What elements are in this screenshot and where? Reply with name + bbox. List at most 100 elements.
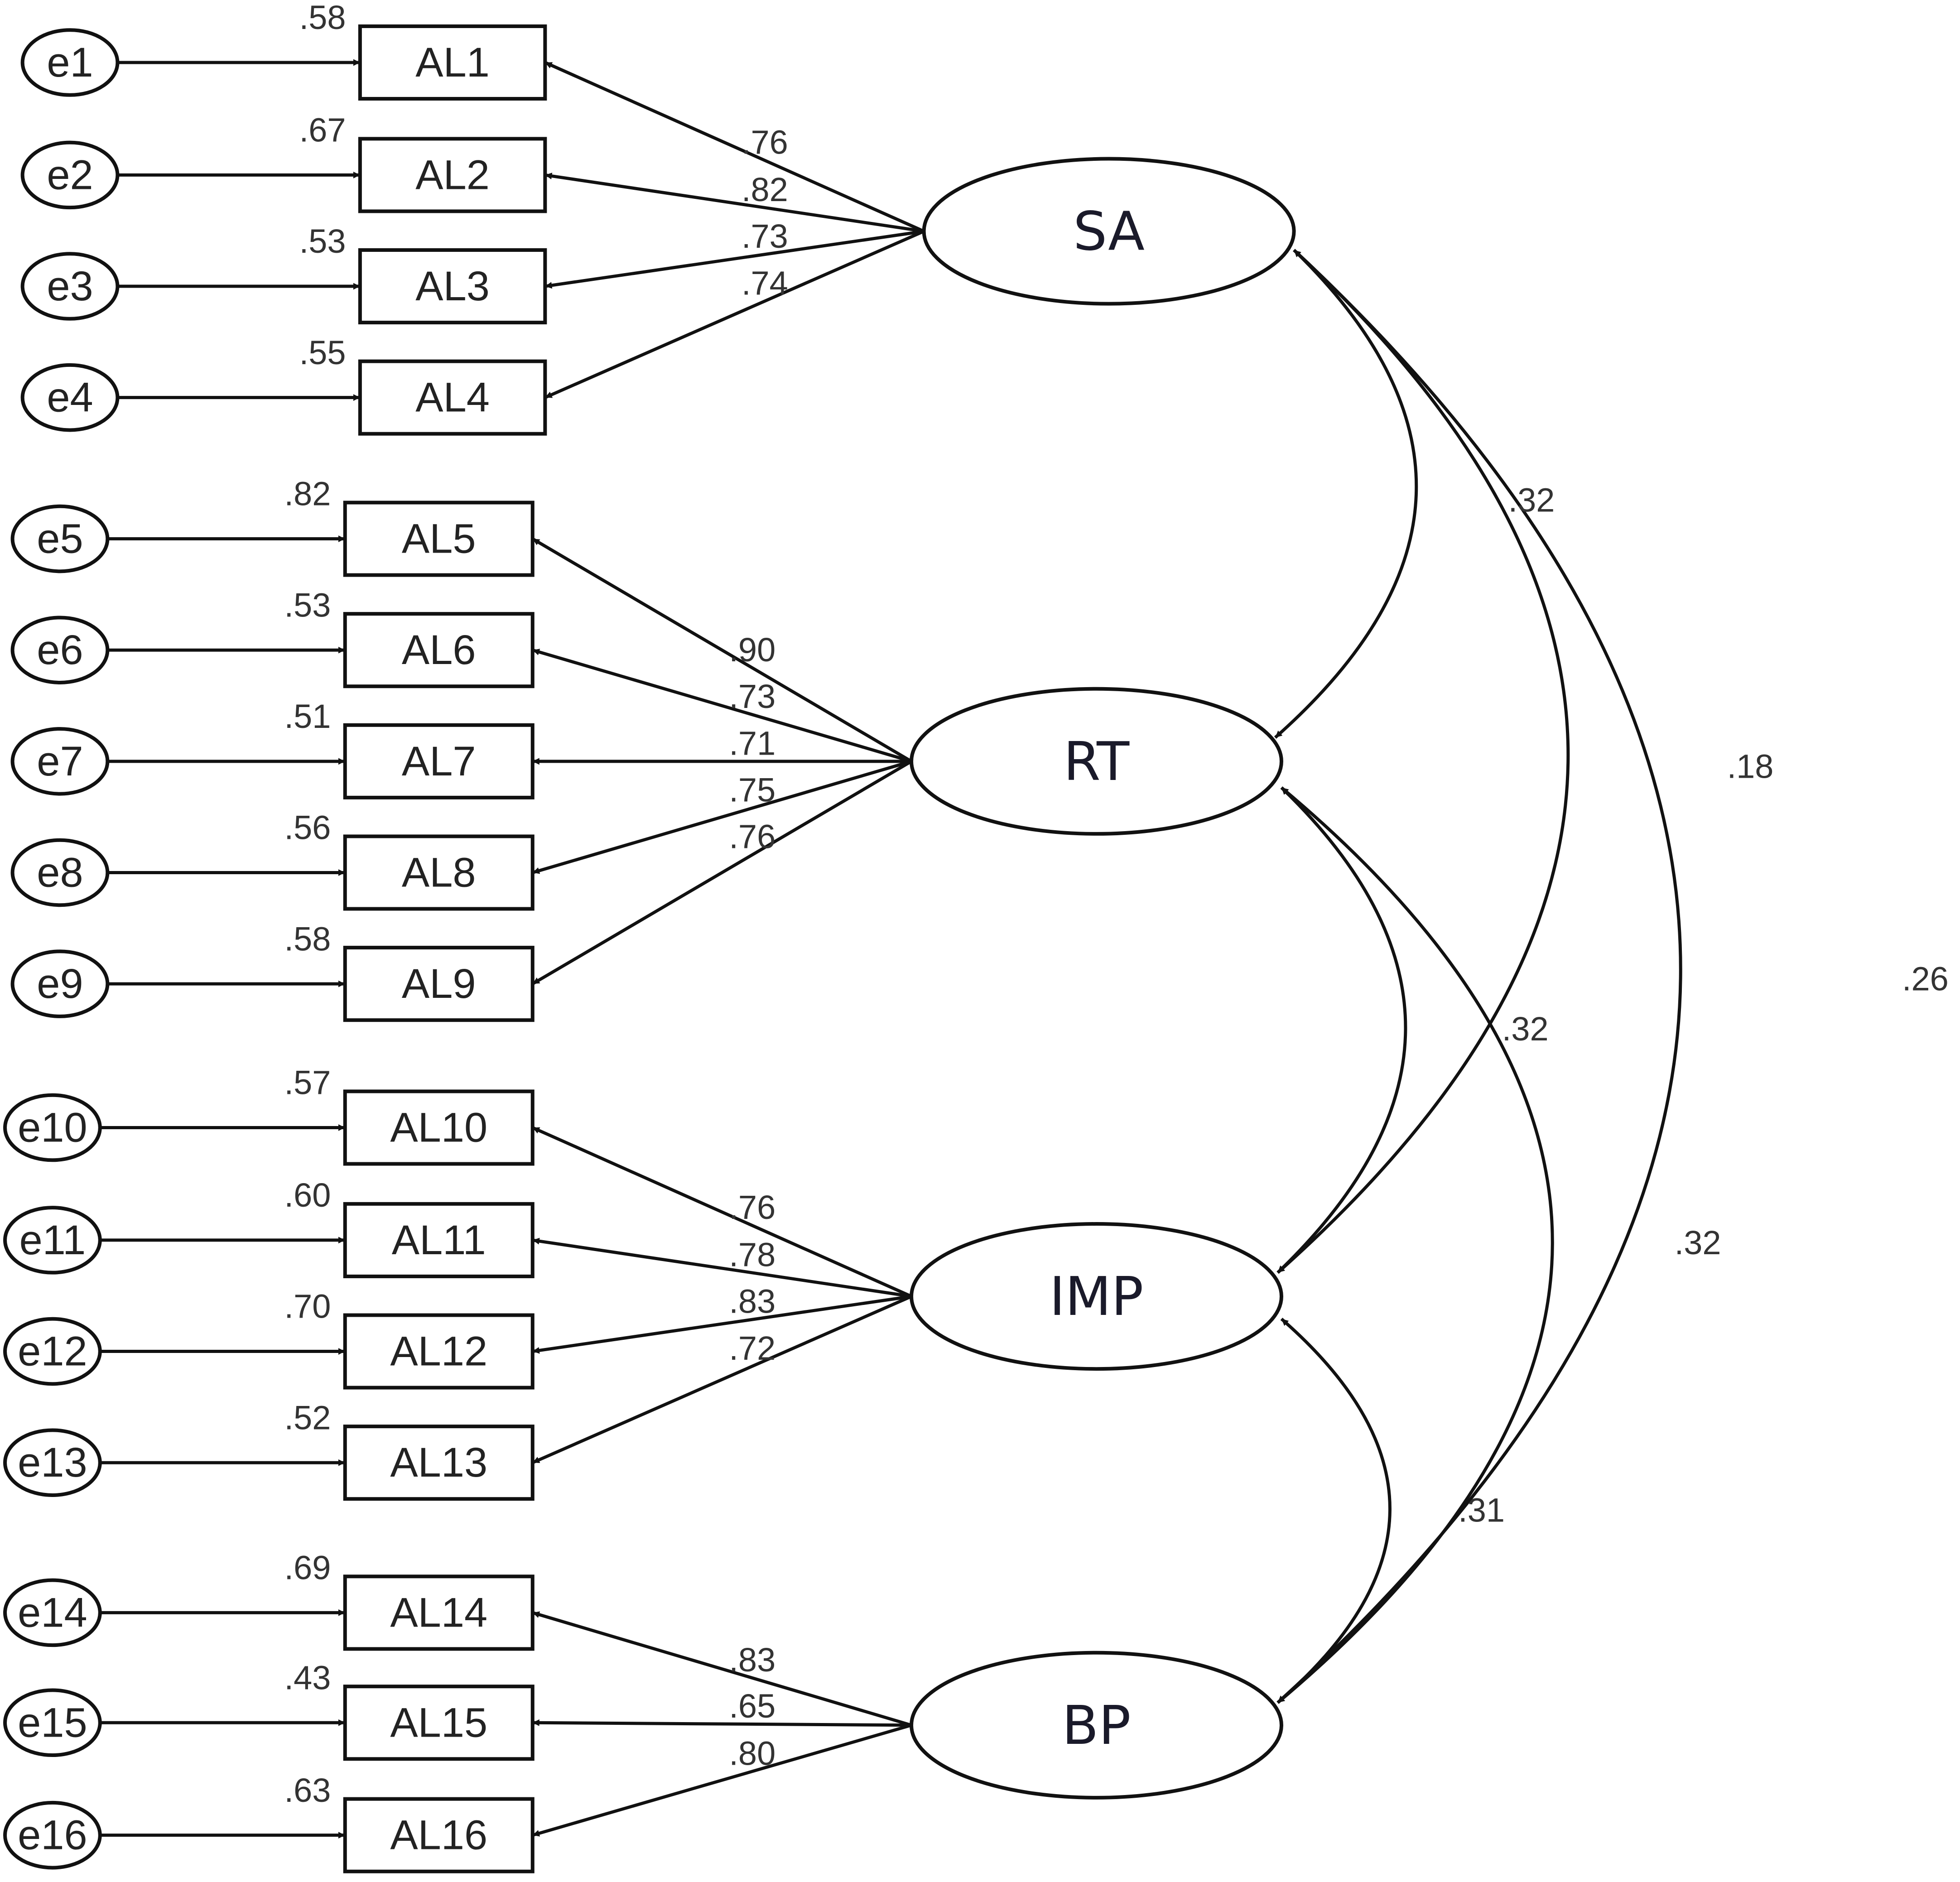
indicator-label: AL3 <box>415 263 490 309</box>
error-ellipse <box>3 1093 102 1162</box>
error-term: e4 <box>20 363 120 432</box>
indicator-box: AL6 <box>343 612 535 688</box>
error-label: e8 <box>37 849 83 895</box>
indicator-box: AL14 <box>343 1574 535 1651</box>
error-ellipse <box>20 28 120 97</box>
error-ellipse <box>20 140 120 210</box>
factor-loading: .76 <box>742 124 788 161</box>
r-squared-value: .53 <box>299 222 346 260</box>
latent-ellipse <box>910 1222 1284 1371</box>
covariance-arc <box>1276 1318 1392 1704</box>
r-squared-value: .69 <box>284 1549 331 1587</box>
error-label: e3 <box>47 263 93 309</box>
indicator-box: AL5 <box>343 501 535 577</box>
correlation-value: .18 <box>1727 747 1774 785</box>
error-label: e14 <box>18 1589 87 1636</box>
error-label: e11 <box>19 1217 86 1263</box>
error-term: e14 <box>3 1578 102 1647</box>
factor-loading: .74 <box>742 264 788 302</box>
error-ellipse <box>10 616 110 684</box>
error-ellipse <box>3 1206 102 1275</box>
factor-loading: .73 <box>729 678 775 715</box>
indicator-rect <box>343 723 535 799</box>
error-ellipse <box>10 838 110 907</box>
loading-arrow <box>532 1126 912 1298</box>
indicator-box: AL7 <box>343 723 535 799</box>
latent-label: RT <box>1064 730 1130 793</box>
error-label: e12 <box>18 1328 87 1375</box>
correlation-value: .32 <box>1675 1224 1721 1261</box>
covariance-arc <box>1276 249 1570 1274</box>
error-label: e6 <box>37 627 83 673</box>
r-squared-value: .58 <box>299 0 346 36</box>
error-term: e15 <box>3 1688 102 1757</box>
error-ellipse <box>3 1578 102 1647</box>
error-term: e13 <box>3 1428 102 1497</box>
r-squared-value: .53 <box>284 586 331 624</box>
error-label: e9 <box>37 961 83 1007</box>
factor-loading: .78 <box>729 1236 775 1273</box>
r-squared-value: .51 <box>284 698 331 735</box>
indicator-rect <box>358 24 547 101</box>
loading-arrow <box>531 537 912 763</box>
path-arrows <box>100 59 1682 1839</box>
error-label: e15 <box>18 1699 87 1746</box>
factor-loading: .72 <box>729 1329 775 1367</box>
indicator-label: AL9 <box>402 961 476 1007</box>
error-term: e5 <box>10 504 110 573</box>
error-ellipse <box>10 504 110 573</box>
error-label: e16 <box>18 1812 87 1858</box>
correlation-value: .26 <box>1902 960 1949 998</box>
latent-imp: IMP <box>910 1222 1284 1371</box>
latent-bp: BP <box>910 1651 1284 1800</box>
latent-ellipse <box>910 687 1284 836</box>
loading-arrow <box>532 648 912 763</box>
error-ellipse <box>3 1688 102 1757</box>
indicator-rect <box>343 1089 535 1166</box>
indicator-label: AL10 <box>390 1105 487 1151</box>
factor-loading: .83 <box>729 1641 775 1679</box>
indicator-label: AL12 <box>390 1328 487 1375</box>
factor-loading: .73 <box>742 217 788 255</box>
indicator-box: AL16 <box>343 1797 535 1873</box>
indicator-label: AL16 <box>390 1812 487 1858</box>
factor-loading: .90 <box>729 631 775 669</box>
factor-loading: .71 <box>729 724 775 762</box>
factor-loading: .83 <box>729 1283 775 1320</box>
indicator-label: AL8 <box>402 849 476 895</box>
indicator-rect <box>343 612 535 688</box>
indicator-box: AL12 <box>343 1313 535 1390</box>
r-squared-value: .60 <box>284 1176 331 1214</box>
loading-arrow <box>532 1719 912 1727</box>
indicator-rect <box>358 248 547 325</box>
r-squared-value: .43 <box>284 1659 331 1696</box>
latent-label: IMP <box>1050 1265 1144 1328</box>
loading-arrow <box>532 1295 912 1354</box>
error-term: e2 <box>20 140 120 210</box>
r-squared-value: .82 <box>284 475 331 513</box>
error-ellipse <box>3 1800 102 1870</box>
covariance-arc <box>1276 786 1554 1704</box>
error-ellipse <box>10 727 110 796</box>
factor-loading: .75 <box>729 771 775 809</box>
indicator-rect <box>343 1313 535 1390</box>
indicator-rect <box>343 946 535 1022</box>
factor-loading: .76 <box>729 1189 775 1226</box>
error-label: e10 <box>18 1105 87 1151</box>
latent-rt: RT <box>910 687 1284 836</box>
r-squared-value: .58 <box>284 920 331 958</box>
latent-label: BP <box>1062 1694 1131 1757</box>
error-ellipse <box>20 252 120 321</box>
factor-loading: .82 <box>742 171 788 208</box>
error-term: e8 <box>10 838 110 907</box>
indicator-box: AL8 <box>343 834 535 911</box>
indicator-box: AL2 <box>358 137 547 213</box>
indicator-rect <box>343 1202 535 1278</box>
loading-arrow <box>531 760 912 986</box>
loading-arrow <box>544 173 925 233</box>
r-squared-value: .55 <box>299 334 346 371</box>
loading-arrow <box>532 1295 912 1464</box>
indicator-label: AL7 <box>402 738 476 785</box>
loading-arrow <box>532 760 912 874</box>
indicator-label: AL14 <box>390 1589 487 1636</box>
